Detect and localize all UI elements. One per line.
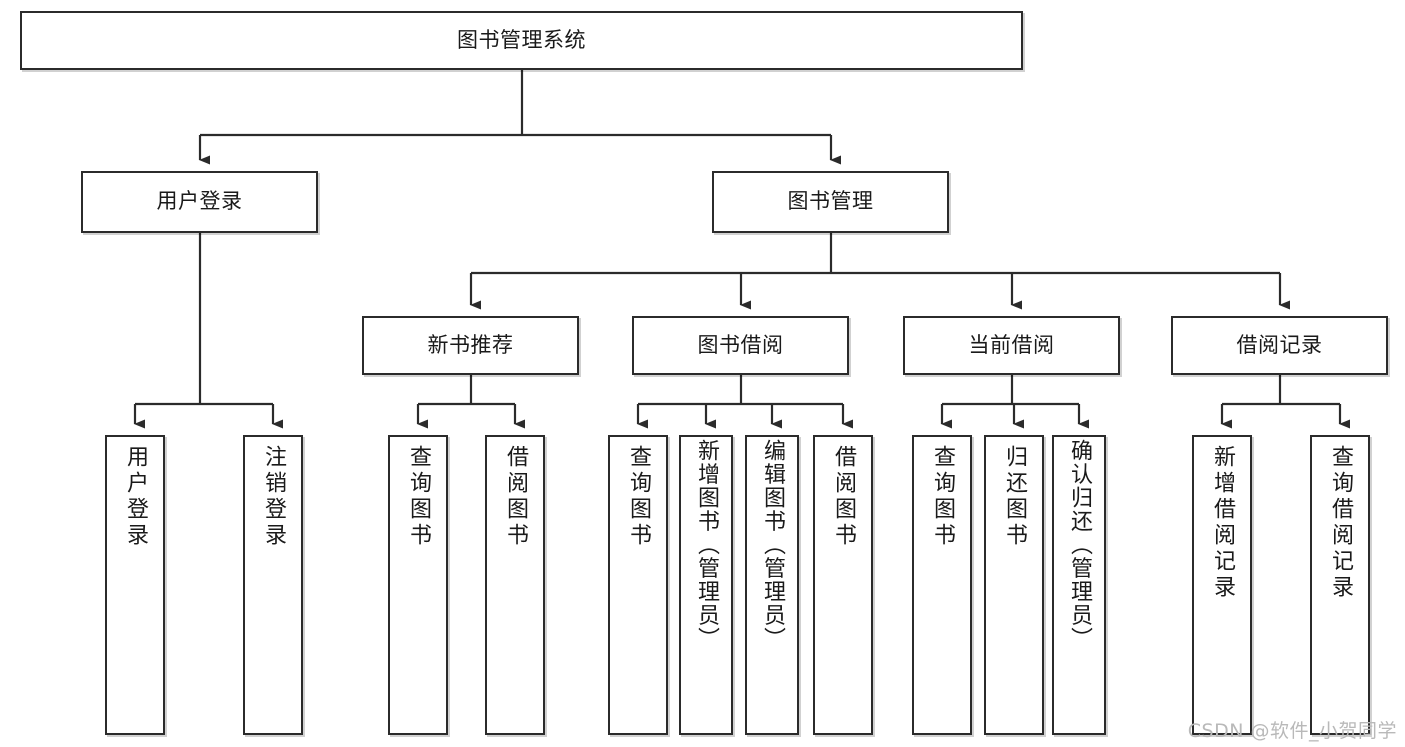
node-leaf-user-logout[interactable]: 注销登录: [243, 435, 303, 735]
node-leaf-return-book[interactable]: 归还图书: [984, 435, 1044, 735]
node-leaf-edit-book[interactable]: 编辑图书（管理员）: [745, 435, 799, 735]
node-leaf-add-record[interactable]: 新增借阅记录: [1192, 435, 1252, 735]
node-label: 用户登录: [156, 189, 243, 214]
node-label: 当前借阅: [968, 332, 1055, 357]
node-label: 新增图书（管理员）: [694, 439, 719, 651]
node-label: 确认归还（管理员）: [1067, 439, 1092, 651]
node-bookmgmt[interactable]: 图书管理: [712, 171, 949, 233]
node-label: 查询图书: [930, 445, 955, 549]
node-label: 用户登录: [123, 445, 148, 549]
node-newbook[interactable]: 新书推荐: [362, 316, 579, 375]
node-label: 图书借阅: [697, 332, 784, 357]
node-label: 新增借阅记录: [1210, 445, 1235, 601]
node-label: 借阅记录: [1236, 332, 1323, 357]
node-label: 查询图书: [406, 445, 431, 549]
node-label: 归还图书: [1002, 445, 1027, 549]
node-leaf-add-book[interactable]: 新增图书（管理员）: [679, 435, 733, 735]
node-leaf-query-book-2[interactable]: 查询图书: [608, 435, 668, 735]
node-label: 借阅图书: [503, 445, 528, 549]
node-label: 图书管理系统: [457, 27, 586, 52]
node-label: 图书管理: [787, 189, 874, 214]
node-leaf-user-login[interactable]: 用户登录: [105, 435, 165, 735]
node-current[interactable]: 当前借阅: [903, 316, 1120, 375]
node-leaf-borrow-book-1[interactable]: 借阅图书: [485, 435, 545, 735]
node-leaf-query-book-3[interactable]: 查询图书: [912, 435, 972, 735]
node-login[interactable]: 用户登录: [81, 171, 318, 233]
node-borrow[interactable]: 图书借阅: [632, 316, 849, 375]
node-leaf-borrow-book-2[interactable]: 借阅图书: [813, 435, 873, 735]
node-label: 编辑图书（管理员）: [760, 439, 785, 651]
node-label: 查询图书: [626, 445, 651, 549]
node-label: 新书推荐: [427, 332, 514, 357]
edge-paths: [133, 70, 1350, 429]
node-root[interactable]: 图书管理系统: [20, 11, 1023, 70]
node-leaf-query-record[interactable]: 查询借阅记录: [1310, 435, 1370, 735]
node-label: 借阅图书: [831, 445, 856, 549]
node-leaf-confirm-return[interactable]: 确认归还（管理员）: [1052, 435, 1106, 735]
node-label: 查询借阅记录: [1328, 445, 1353, 601]
node-label: 注销登录: [261, 445, 286, 549]
node-records[interactable]: 借阅记录: [1171, 316, 1388, 375]
node-leaf-query-book-1[interactable]: 查询图书: [388, 435, 448, 735]
